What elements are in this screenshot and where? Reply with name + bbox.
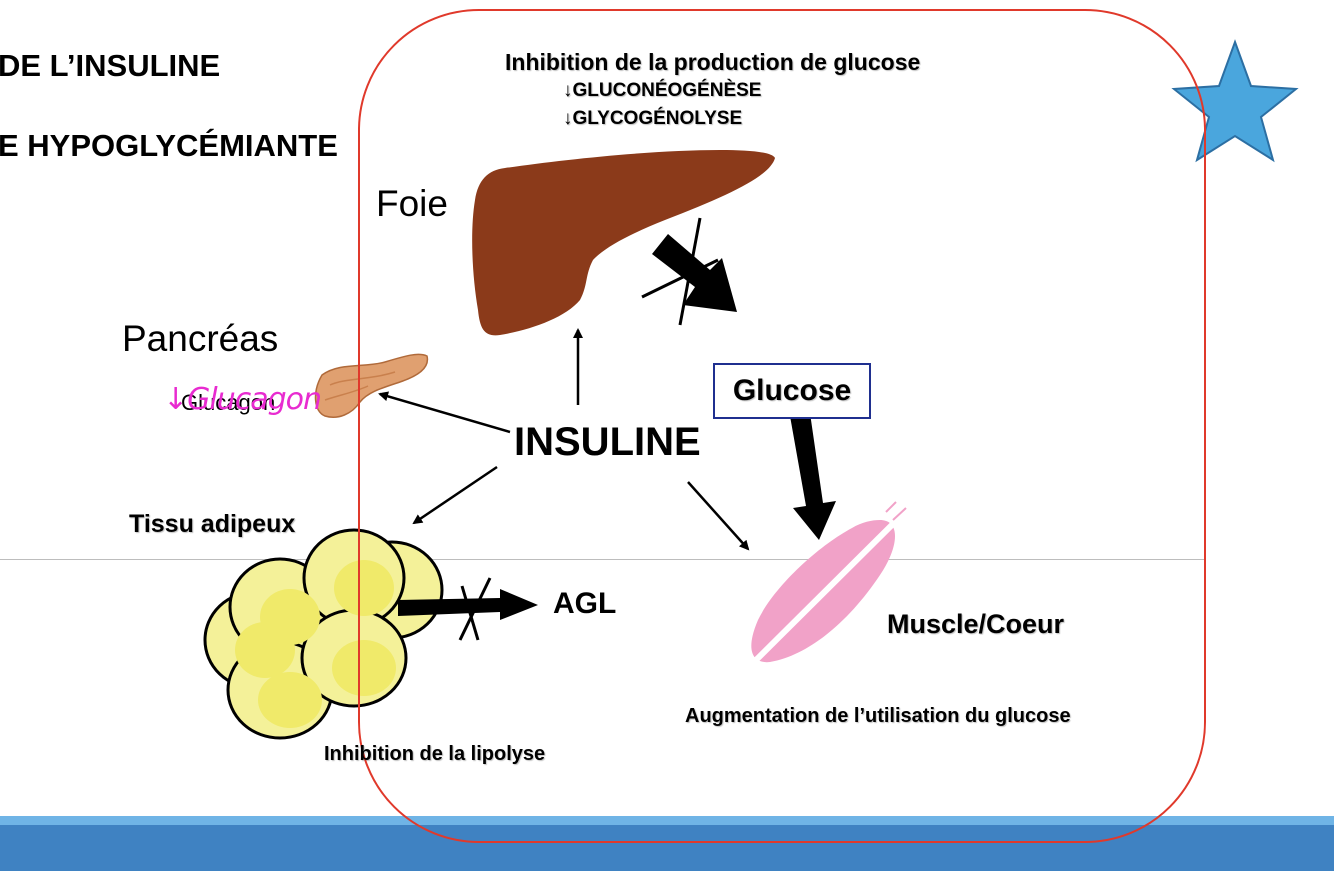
liver-effect-glycogenolysis: ↓GLYCOGÉNOLYSE — [563, 108, 743, 129]
footer-band-light — [0, 816, 1334, 825]
slide-title-line1: DE L’INSULINE — [0, 48, 221, 83]
muscle-effect-label: Augmentation de l’utilisation du glucose — [685, 705, 1071, 727]
liver-heading: Inhibition de la production de glucose — [505, 49, 921, 75]
muscle-label: Muscle/Coeur — [887, 609, 1065, 639]
pancreas-label: Pancréas — [122, 318, 279, 359]
divider-line — [0, 559, 1205, 560]
block-mark-adipose-1 — [460, 585, 480, 641]
arrow-insulin-pancreas — [378, 391, 511, 434]
block-mark-liver-2 — [641, 258, 719, 299]
arrow-insulin-adipose — [412, 465, 498, 525]
glucose-to-muscle-arrow — [790, 413, 836, 540]
liver-effect-gluconeogenesis: ↓GLUCONÉOGÉNÈSE — [563, 80, 762, 101]
muscle-shape — [745, 501, 908, 671]
star-icon — [1171, 39, 1299, 163]
arrow-insulin-muscle — [687, 481, 750, 551]
lipolysis-effect-label: Inhibition de la lipolyse — [324, 743, 546, 765]
pancreas-shape — [314, 353, 429, 418]
fat-cell-highlights — [235, 560, 396, 728]
glucose-box: Glucose — [713, 363, 871, 419]
footer-band — [0, 825, 1334, 871]
highlight-frame — [358, 9, 1206, 843]
insulin-label: INSULINE — [514, 420, 701, 464]
glucagon-handwritten-note: ↓Glucagon — [163, 382, 322, 417]
agl-label: AGL — [553, 587, 617, 620]
slide-title-line2: E HYPOGLYCÉMIANTE — [0, 128, 338, 163]
liver-label: Foie — [376, 183, 448, 224]
liver-shape — [472, 150, 775, 336]
glucose-label: Glucose — [732, 374, 852, 407]
glucagon-printed-label: Glucagon — [181, 390, 276, 415]
adipose-label: Tissu adipeux — [129, 510, 296, 538]
block-mark-adipose-2 — [458, 577, 492, 641]
block-mark-liver-1 — [678, 217, 702, 326]
